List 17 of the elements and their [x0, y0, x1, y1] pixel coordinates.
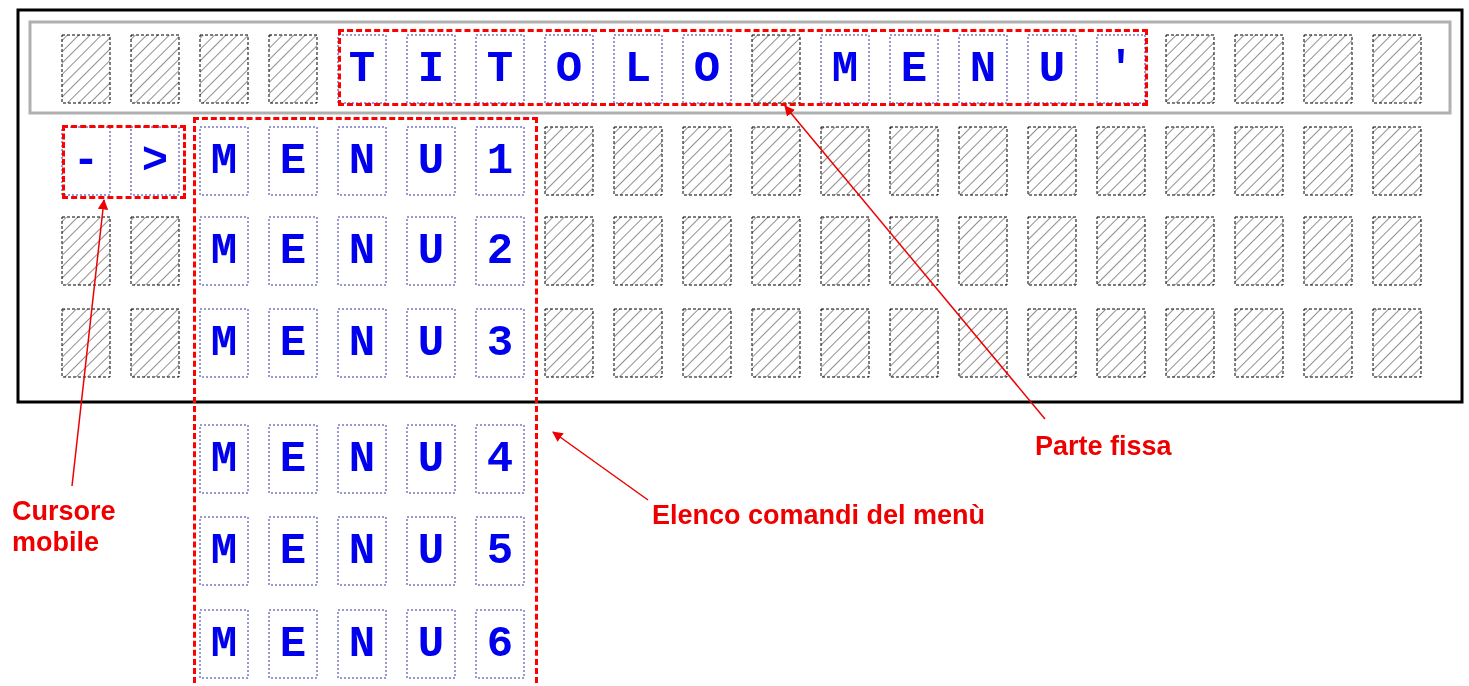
screen-text: TITOLO MENU': [348, 43, 1135, 96]
callout-text: Cursore mobile: [12, 496, 117, 558]
screen-text: MENU2: [210, 225, 514, 278]
screen-text: MENU4: [210, 433, 514, 486]
screen-text: MENU5: [210, 525, 514, 578]
dashed-frame: [338, 29, 1148, 106]
dashed-frame: [62, 125, 186, 199]
callout-text: Elenco comandi del menù: [652, 500, 987, 531]
screen-text: ->: [72, 135, 169, 188]
screen-text: MENU3: [210, 317, 514, 370]
screen-text: MENU6: [210, 618, 514, 671]
screen-text: MENU1: [210, 135, 514, 188]
callout-text: Parte fissa: [1035, 431, 1173, 462]
dashed-frame: [193, 117, 538, 686]
leader-arrow: [784, 105, 1046, 420]
leader-arrow: [71, 198, 109, 487]
leader-arrow: [552, 431, 649, 501]
